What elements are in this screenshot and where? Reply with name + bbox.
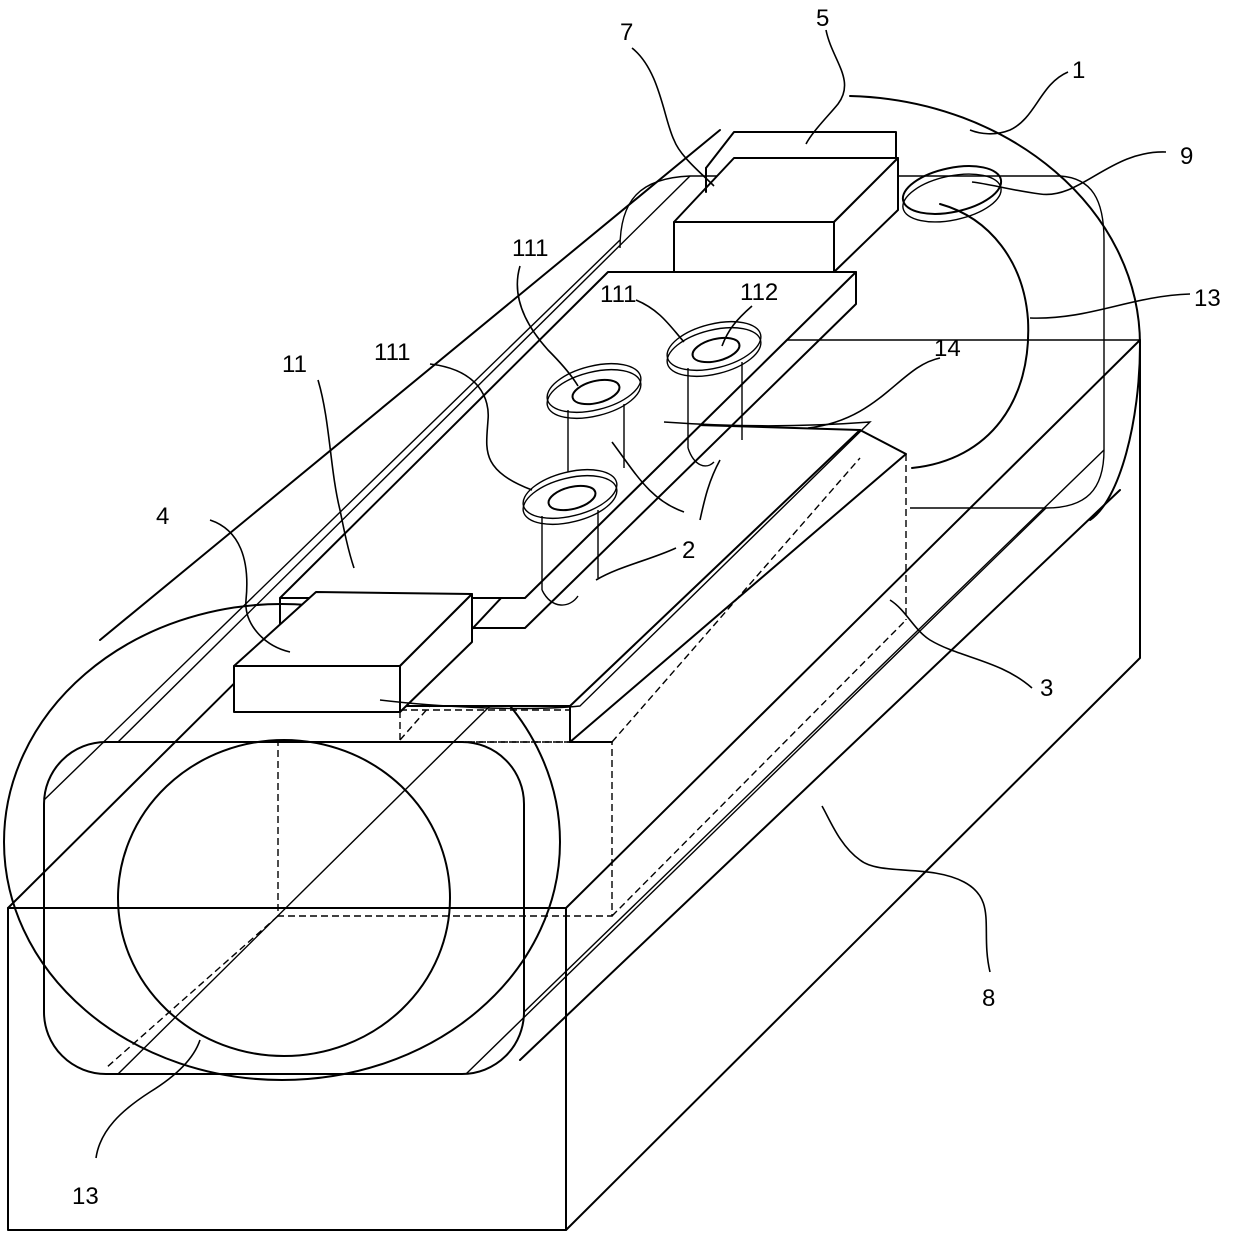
callout-label-111-lower: 111 — [374, 339, 410, 366]
callout-label-11: 11 — [282, 351, 307, 378]
callout-label-9: 9 — [1180, 143, 1193, 170]
callout-label-2: 2 — [682, 537, 695, 564]
callout-label-14: 14 — [934, 335, 961, 362]
callout-label-8: 8 — [982, 985, 995, 1012]
callout-label-13-bottom: 13 — [72, 1183, 99, 1210]
callout-label-111-top: 111 — [512, 235, 548, 262]
callout-label-111-right: 111 — [600, 281, 636, 308]
callout-label-112: 112 — [740, 279, 778, 306]
callout-label-7: 7 — [620, 19, 633, 46]
callout-label-3: 3 — [1040, 675, 1053, 702]
callout-label-1: 1 — [1072, 57, 1085, 84]
callout-label-4: 4 — [156, 503, 169, 530]
callout-label-5: 5 — [816, 5, 829, 32]
callout-label-13-right: 13 — [1194, 285, 1221, 312]
component-block-7 — [674, 158, 898, 272]
port-9 — [899, 158, 1006, 230]
